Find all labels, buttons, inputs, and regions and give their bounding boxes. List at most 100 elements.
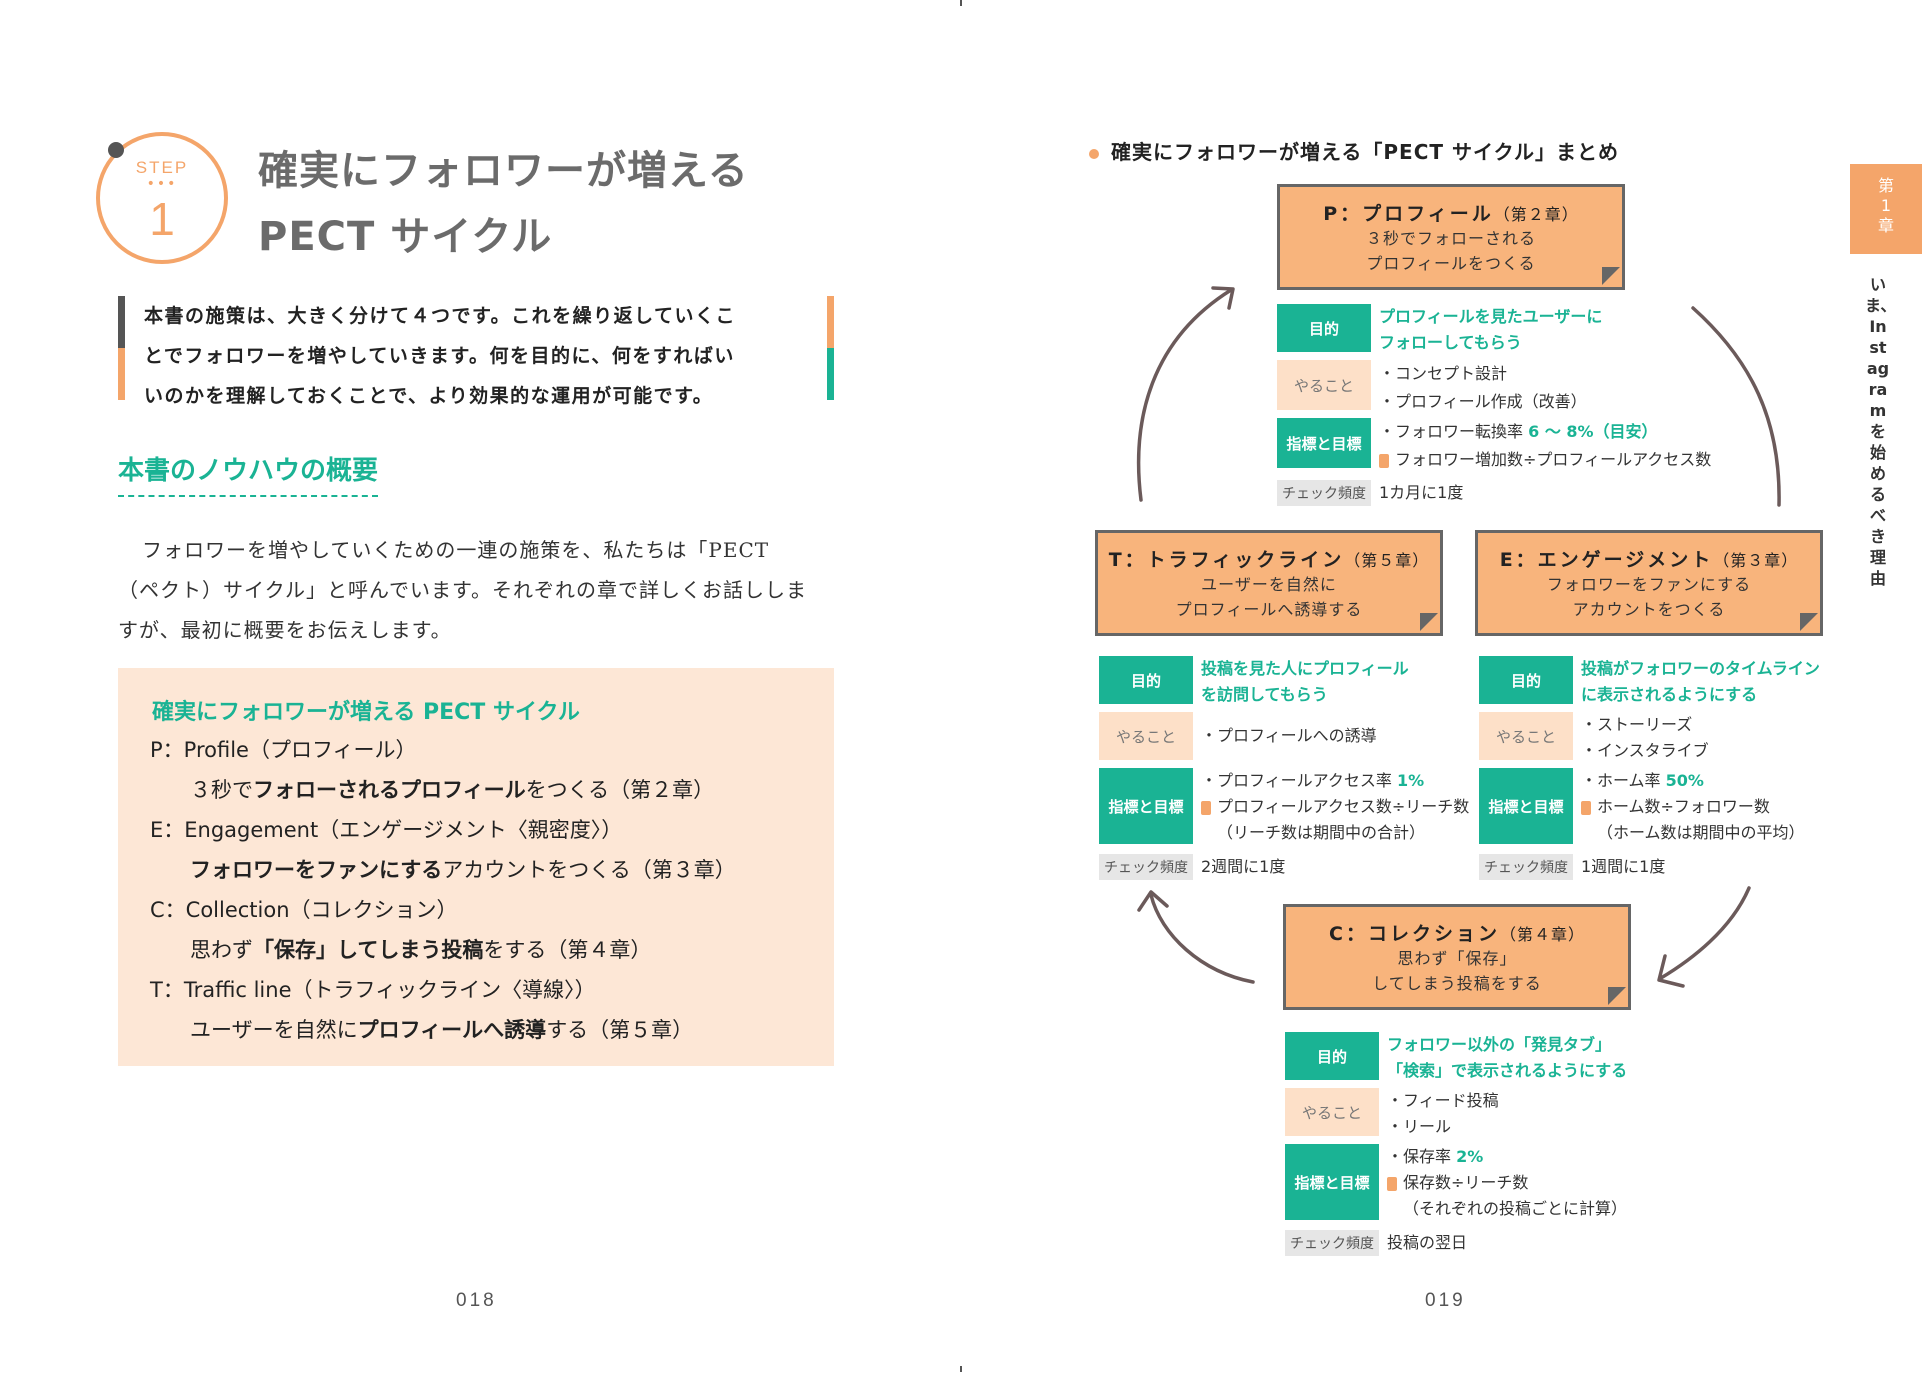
row-line: フォロワー増加数÷プロフィールアクセス数 (1379, 446, 1711, 474)
card-chapter: （第３章） (1713, 551, 1799, 570)
summary-e-desc: フォロワーをファンにするアカウントをつくる（第３章） (190, 854, 736, 884)
crop-mark-bottom (960, 1366, 962, 1372)
arrow-e-to-c-head (1657, 954, 1685, 988)
chapter-tab-char: 章 (1877, 216, 1894, 235)
c-purpose-row: 目的 フォロワー以外の「発見タブ」「検索」で表示されるようにする (1285, 1032, 1627, 1080)
summary-bold: フォローされるプロフィール (253, 778, 526, 802)
step-dots: ••• (146, 176, 178, 192)
card-head: C：コレクション（第４章） (1286, 919, 1628, 946)
body-line: フォロワーを増やしていくための一連の施策を、私たちは「PECT (142, 538, 770, 562)
t-kpi-row: 指標と目標 ・プロフィールアクセス率 1% プロフィールアクセス数÷リーチ数 （… (1099, 768, 1469, 844)
intro-bar-right-bottom (827, 348, 834, 400)
arrow-c-to-t (1149, 893, 1255, 984)
intro-bar-left-bottom (118, 348, 125, 400)
intro-line: いのかを理解しておくことで、より効果的な運用が可能です。 (144, 385, 714, 407)
step-word: STEP (135, 158, 189, 177)
row-line: フォロワー以外の「発見タブ」 (1387, 1035, 1612, 1054)
page-number-right: 019 (1425, 1290, 1466, 1311)
card-head-text: T：トラフィックライン (1108, 549, 1345, 571)
chapter-tab-char: 1 (1880, 196, 1892, 215)
row-value: 投稿がフォロワーのタイムラインに表示されるようにする (1573, 656, 1820, 704)
arrow-t-to-p-head (1211, 286, 1235, 310)
summary-text: 思わず (190, 938, 253, 962)
t-freq-row: チェック頻度 2週間に1度 (1099, 854, 1285, 880)
row-value: 投稿の翌日 (1387, 1233, 1468, 1252)
body-line: （ペクト）サイクル」と呼んでいます。それぞれの章で詳しくお話ししま (118, 578, 807, 602)
p-freq-row: チェック頻度 1カ月に1度 (1277, 480, 1463, 506)
row-line: ・リール (1387, 1117, 1452, 1136)
row-line: ・プロフィール作成（改善） (1379, 392, 1587, 411)
kpi-formula: ホーム数÷フォロワー数 (1597, 797, 1770, 816)
summary-p-label: P：Profile（プロフィール） (150, 738, 417, 762)
page-number-left: 018 (456, 1290, 497, 1311)
tag-kpi: 指標と目標 (1479, 768, 1573, 844)
right-page: 確実にフォロワーが増える「PECT サイクル」まとめ 第 1 章 いま、Inst… (961, 0, 1922, 1374)
row-line: 投稿がフォロワーのタイムライン (1581, 659, 1820, 678)
p-kpi-row: 指標と目標 ・フォロワー転換率 6 〜 8%（目安） フォロワー増加数÷プロフィ… (1277, 418, 1711, 469)
body-text: フォロワーを増やしていくための一連の施策を、私たちは「PECT （ペクト）サイク… (118, 530, 834, 650)
row-line: プロフィールを見たユーザーに (1379, 307, 1603, 326)
card-head-text: C：コレクション (1329, 923, 1500, 945)
title-line-1: 確実にフォロワーが増える (258, 148, 749, 194)
summary-text: をつくる（第２章） (525, 778, 715, 802)
card-sub: ユーザーを自然に (1201, 575, 1337, 594)
row-value: ・プロフィールへの誘導 (1201, 726, 1377, 745)
tag-purpose: 目的 (1277, 304, 1371, 352)
row-value: 1カ月に1度 (1379, 483, 1464, 502)
summary-bold: 「保存」してしまう投稿 (253, 938, 484, 962)
intro-bar-right-top (827, 296, 834, 348)
card-head: T：トラフィックライン（第５章） (1098, 545, 1440, 572)
kpi-text: ・ホーム率 (1581, 771, 1661, 790)
tag-kpi: 指標と目標 (1277, 418, 1371, 468)
row-value: ・保存率 2% 保存数÷リーチ数 （それぞれの投稿ごとに計算） (1379, 1144, 1627, 1220)
row-value: 1週間に1度 (1581, 857, 1666, 876)
diagram-heading: 確実にフォロワーが増える「PECT サイクル」まとめ (1089, 136, 1619, 165)
card-chapter: （第４章） (1499, 925, 1585, 944)
summary-text: する（第５章） (546, 1018, 694, 1042)
card-head: E：エンゲージメント（第３章） (1478, 545, 1820, 572)
arrow-c-to-t-head (1137, 890, 1169, 912)
arrow-t-to-p (1136, 288, 1233, 502)
row-value: 投稿を見た人にプロフィールを訪問してもらう (1193, 656, 1409, 704)
row-line: 「検索」で表示されるようにする (1387, 1061, 1628, 1080)
tag-todo: やること (1479, 712, 1573, 760)
page-title: 確実にフォロワーが増える PECT サイクル (258, 138, 749, 270)
kpi-highlight: 6 〜 8%（目安） (1528, 422, 1658, 441)
row-line: フォローしてもらう (1379, 333, 1522, 352)
tag-kpi: 指標と目標 (1285, 1144, 1379, 1220)
intro-line: とでフォロワーを増やしていきます。何を目的に、何をすればい (144, 345, 735, 367)
tag-todo: やること (1277, 360, 1371, 410)
c-kpi-row: 指標と目標 ・保存率 2% 保存数÷リーチ数 （それぞれの投稿ごとに計算） (1285, 1144, 1627, 1220)
left-page: STEP ••• 1 確実にフォロワーが増える PECT サイクル 本書の施策は… (96, 132, 834, 1311)
kpi-highlight: 1% (1396, 771, 1425, 790)
row-line: に表示されるようにする (1581, 685, 1758, 704)
row-value: プロフィールを見たユーザーにフォローしてもらう (1371, 304, 1602, 352)
step-number: 1 (149, 193, 175, 245)
card-sub: アカウントをつくる (1572, 600, 1726, 619)
p-purpose-row: 目的 プロフィールを見たユーザーにフォローしてもらう (1277, 304, 1602, 352)
cycle-arrows (1136, 286, 1781, 988)
card-sub: 思わず「保存」 (1397, 949, 1517, 968)
kpi-text: ・プロフィールアクセス率 (1201, 771, 1392, 790)
calculator-icon (1201, 800, 1211, 815)
e-kpi-row: 指標と目標 ・ホーム率 50% ホーム数÷フォロワー数 （ホーム数は期間中の平均… (1479, 768, 1805, 844)
summary-c-desc: 思わず「保存」してしまう投稿をする（第４章） (190, 934, 651, 964)
card-head: P：プロフィール（第２章） (1280, 199, 1622, 226)
summary-text: アカウントをつくる（第３章） (442, 858, 736, 882)
row-line: 投稿を見た人にプロフィール (1201, 659, 1409, 678)
intro-bar-left-top (118, 296, 125, 348)
intro-text: 本書の施策は、大きく分けて４つです。これを繰り返していくこ とでフォロワーを増や… (144, 296, 816, 416)
arrow-e-to-c (1659, 886, 1751, 980)
card-head-text: P：プロフィール (1323, 203, 1494, 225)
card-head-text: E：エンゲージメント (1499, 549, 1714, 571)
e-todo-row: やること ・ストーリーズ・インスタライブ (1479, 712, 1709, 760)
row-line: ・ホーム率 50% (1581, 768, 1805, 794)
intro-line: 本書の施策は、大きく分けて４つです。これを繰り返していくこ (144, 305, 737, 327)
tag-freq: チェック頻度 (1099, 854, 1193, 880)
summary-text: をする（第４章） (483, 938, 652, 962)
tag-purpose: 目的 (1479, 656, 1573, 704)
card-collection: C：コレクション（第４章） 思わず「保存」 してしまう投稿をする (1283, 904, 1631, 1010)
row-line: ・インスタライブ (1581, 741, 1709, 760)
summary-t-label: T：Traffic line（トラフィックライン〈導線〉） (150, 978, 596, 1002)
summary-bold: プロフィールへ誘導 (357, 1018, 547, 1042)
